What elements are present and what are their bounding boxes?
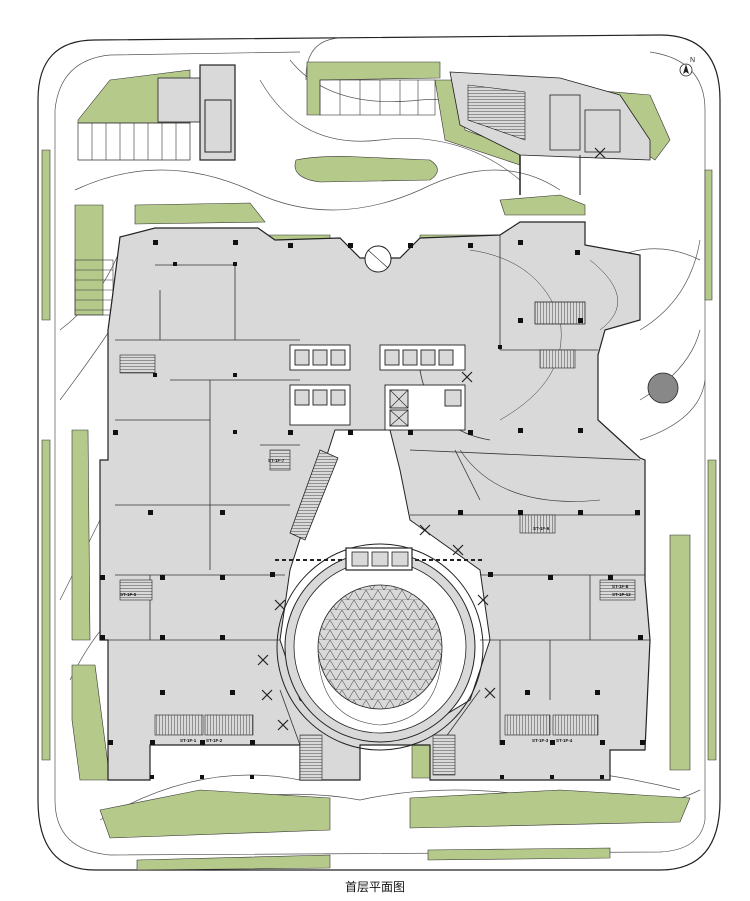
stair-label-st-1f-1: ST-1F-1 <box>180 738 197 743</box>
structural-columns <box>100 240 645 779</box>
interior-walls <box>108 235 650 746</box>
stair-label-st-1f-3: ST-1F-3 <box>532 738 549 743</box>
stair-labels: ST-1F-1 ST-1F-2 ST-1F-3 ST-1F-4 ST-1F-5 … <box>120 458 631 743</box>
stair-label-st-1f-12: ST-1F-12 <box>612 592 631 597</box>
stair-label-st-1f-5: ST-1F-5 <box>120 592 137 597</box>
site-boundary <box>37 34 721 871</box>
north-parking <box>319 79 436 116</box>
ne-entrance-block <box>449 71 651 195</box>
revolving-doors <box>257 147 606 731</box>
stair-label-st-1f-7: ST-1F-7 <box>268 458 285 463</box>
north-label: N <box>690 57 695 64</box>
circular-features <box>364 245 679 404</box>
rotunda-pattern-floor <box>317 584 443 710</box>
nw-service-block <box>77 64 236 161</box>
escalators <box>289 301 586 541</box>
rotunda <box>276 543 484 751</box>
stair-label-st-1f-6: ST-1F-6 <box>533 526 550 531</box>
rotunda-elevators <box>345 547 413 571</box>
stair-label-st-1f-8: ST-1F-8 <box>612 584 629 589</box>
north-arrow-icon: N <box>679 57 695 77</box>
stair-label-st-1f-2: ST-1F-2 <box>206 738 223 743</box>
central-elevator-banks <box>289 344 466 431</box>
stairs <box>119 354 636 781</box>
drawing-caption: 首层平面图 <box>344 880 405 894</box>
inner-road-line <box>54 37 706 856</box>
stair-label-st-1f-4: ST-1F-4 <box>556 738 573 743</box>
